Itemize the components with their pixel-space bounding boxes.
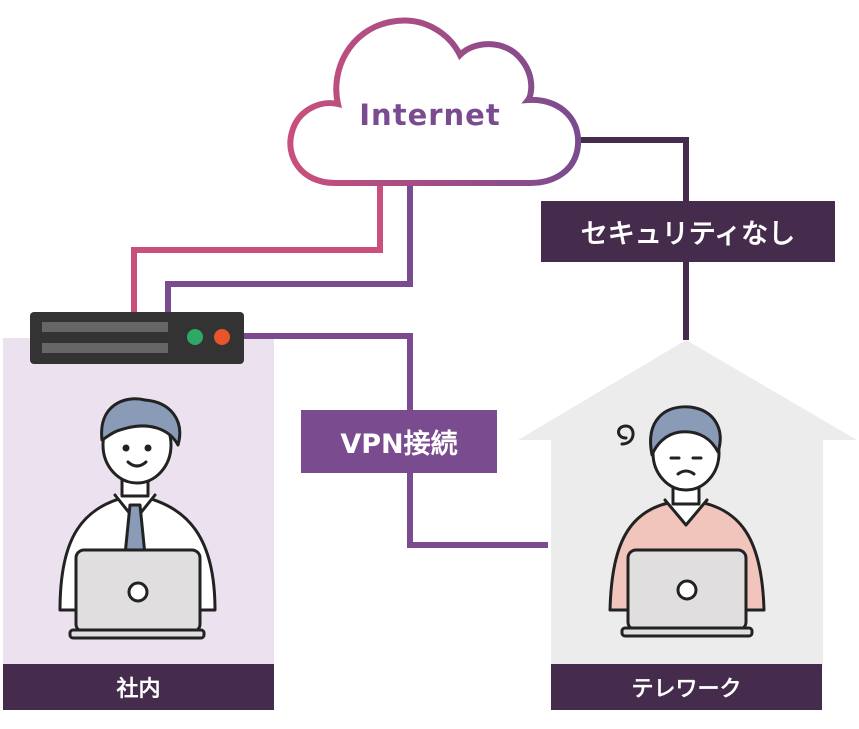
- internet-label: Internet: [359, 98, 501, 132]
- internet-to-home-line: [572, 137, 689, 340]
- office-worker-eye-right: [144, 444, 152, 452]
- no-security-label: セキュリティなし: [541, 201, 835, 262]
- office-laptop-base: [68, 628, 206, 640]
- telework-laptop-logo: [676, 579, 698, 601]
- server-slot-1: [42, 322, 168, 332]
- connection-lines: [131, 137, 689, 548]
- teleworker-illustration: [608, 405, 766, 638]
- server-led-orange: [214, 329, 230, 345]
- server: [30, 312, 244, 364]
- office-laptop-logo: [127, 581, 149, 603]
- office-worker-illustration: [58, 397, 217, 640]
- office-label: 社内: [3, 664, 274, 710]
- telework-label: テレワーク: [551, 664, 822, 710]
- teleworker-hair: [649, 405, 722, 457]
- server-to-internet-line-purple: [165, 185, 413, 312]
- office-worker-hair: [100, 397, 182, 447]
- telework-laptop-base: [620, 626, 754, 638]
- office-worker-smile: [126, 460, 148, 468]
- confused-swirl-icon: [617, 424, 635, 446]
- internet-cloud: [287, 17, 582, 186]
- server-to-internet-line-pink: [131, 185, 383, 312]
- teleworker-collar: [663, 498, 709, 527]
- server-body: [30, 312, 244, 364]
- vpn-connection-label: VPN接続: [301, 410, 497, 473]
- office-worker-eye-left: [122, 444, 130, 452]
- server-led-green: [187, 329, 203, 345]
- teleworker-frown: [676, 469, 696, 476]
- server-slot-2: [42, 343, 168, 353]
